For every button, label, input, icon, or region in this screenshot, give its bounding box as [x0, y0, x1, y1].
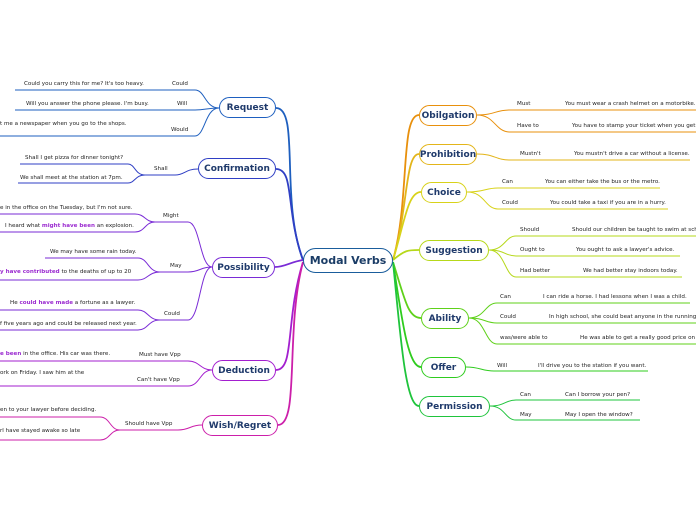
wish-example-1: en to your lawyer before deciding.: [0, 407, 97, 413]
suggestion-should-label[interactable]: Should: [520, 227, 540, 233]
obligation-must-label[interactable]: Must: [517, 101, 531, 107]
prohibition-mustnt-example: You mustn't drive a car without a licens…: [574, 151, 690, 157]
possibility-could-example-1: He could have made a fortune as a lawyer…: [10, 300, 136, 306]
confirmation-example-2: We shall meet at the station at 7pm.: [20, 175, 123, 181]
wish-example-2: rl have stayed awake so late: [0, 428, 81, 434]
suggestion-had-better-example: We had better stay indoors today.: [583, 268, 678, 274]
node-prohibition[interactable]: Prohibition: [419, 144, 477, 165]
ability-could-example: In high school, she could beat anyone in…: [549, 314, 696, 320]
possibility-may-example-1: We may have some rain today.: [50, 249, 137, 255]
possibility-could-example-2: f five years ago and could be released n…: [0, 321, 137, 327]
possibility-might-example-1: e in the office on the Tuesday, but I'm …: [0, 205, 133, 211]
ability-could-label[interactable]: Could: [500, 314, 516, 320]
node-wish-regret[interactable]: Wish/Regret: [202, 415, 278, 436]
node-possibility[interactable]: Possibility: [212, 257, 275, 278]
node-confirmation[interactable]: Confirmation: [198, 158, 276, 179]
ability-can-label[interactable]: Can: [500, 294, 511, 300]
deduction-cant-example: ork on Friday. I saw him at the: [0, 370, 85, 376]
suggestion-ought-example: You ought to ask a lawyer's advice.: [576, 247, 675, 253]
node-deduction[interactable]: Deduction: [212, 360, 276, 381]
wish-should-label[interactable]: Should have Vpp: [125, 421, 173, 427]
choice-can-label[interactable]: Can: [502, 179, 513, 185]
confirmation-shall-label[interactable]: Shall: [154, 166, 168, 172]
offer-will-label[interactable]: Will: [497, 363, 508, 369]
request-could-example: Could you carry this for me? It's too he…: [24, 81, 144, 87]
suggestion-had-better-label[interactable]: Had better: [520, 268, 551, 274]
confirmation-example-1: Shall I get pizza for dinner tonight?: [25, 155, 124, 161]
node-obligation[interactable]: Obilgation: [419, 105, 477, 126]
request-would-label[interactable]: Would: [171, 127, 189, 133]
suggestion-ought-label[interactable]: Ought to: [520, 247, 545, 253]
request-will-label[interactable]: Will: [177, 101, 188, 107]
node-permission[interactable]: Permission: [419, 396, 490, 417]
central-topic[interactable]: Modal Verbs: [303, 248, 393, 273]
choice-can-example: You can either take the bus or the metro…: [545, 179, 660, 185]
node-ability[interactable]: Ability: [421, 308, 469, 329]
possibility-may-example-2: y have contributed to the deaths of up t…: [0, 269, 132, 275]
ability-was-able-example: He was able to get a really good price o…: [580, 335, 696, 341]
possibility-may-label[interactable]: May: [170, 263, 182, 269]
offer-will-example: I'll drive you to the station if you wan…: [538, 363, 647, 369]
request-will-example: Will you answer the phone please. I'm bu…: [26, 101, 149, 107]
permission-may-label[interactable]: May: [520, 412, 532, 418]
node-request[interactable]: Request: [219, 97, 276, 118]
prohibition-mustnt-label[interactable]: Mustn't: [520, 151, 541, 157]
node-offer[interactable]: Offer: [421, 357, 466, 378]
obligation-must-example: You must wear a crash helmet on a motorb…: [565, 101, 696, 107]
permission-can-example: Can I borrow your pen?: [565, 392, 631, 398]
possibility-might-example-2: I heard what might have been an explosio…: [5, 223, 134, 229]
deduction-must-example: e been in the office. His car was there.: [0, 351, 111, 357]
permission-can-label[interactable]: Can: [520, 392, 531, 398]
choice-could-label[interactable]: Could: [502, 200, 518, 206]
suggestion-should-example: Should our children be taught to swim at…: [572, 227, 696, 233]
choice-could-example: You could take a taxi if you are in a hu…: [550, 200, 666, 206]
possibility-could-label[interactable]: Could: [164, 311, 180, 317]
ability-can-example: I can ride a horse. I had lessons when I…: [543, 294, 687, 300]
request-could-label[interactable]: Could: [172, 81, 188, 87]
possibility-might-label[interactable]: Might: [163, 213, 179, 219]
node-suggestion[interactable]: Suggestion: [419, 240, 489, 261]
obligation-have-to-label[interactable]: Have to: [517, 123, 539, 129]
node-choice[interactable]: Choice: [421, 182, 467, 203]
permission-may-example: May I open the window?: [565, 412, 633, 418]
request-would-example: t me a newspaper when you go to the shop…: [0, 121, 127, 127]
deduction-cant-label[interactable]: Can't have Vpp: [137, 377, 180, 383]
deduction-must-label[interactable]: Must have Vpp: [139, 352, 181, 358]
ability-was-able-label[interactable]: was/were able to: [500, 335, 548, 341]
obligation-have-to-example: You have to stamp your ticket when you g…: [572, 123, 696, 129]
